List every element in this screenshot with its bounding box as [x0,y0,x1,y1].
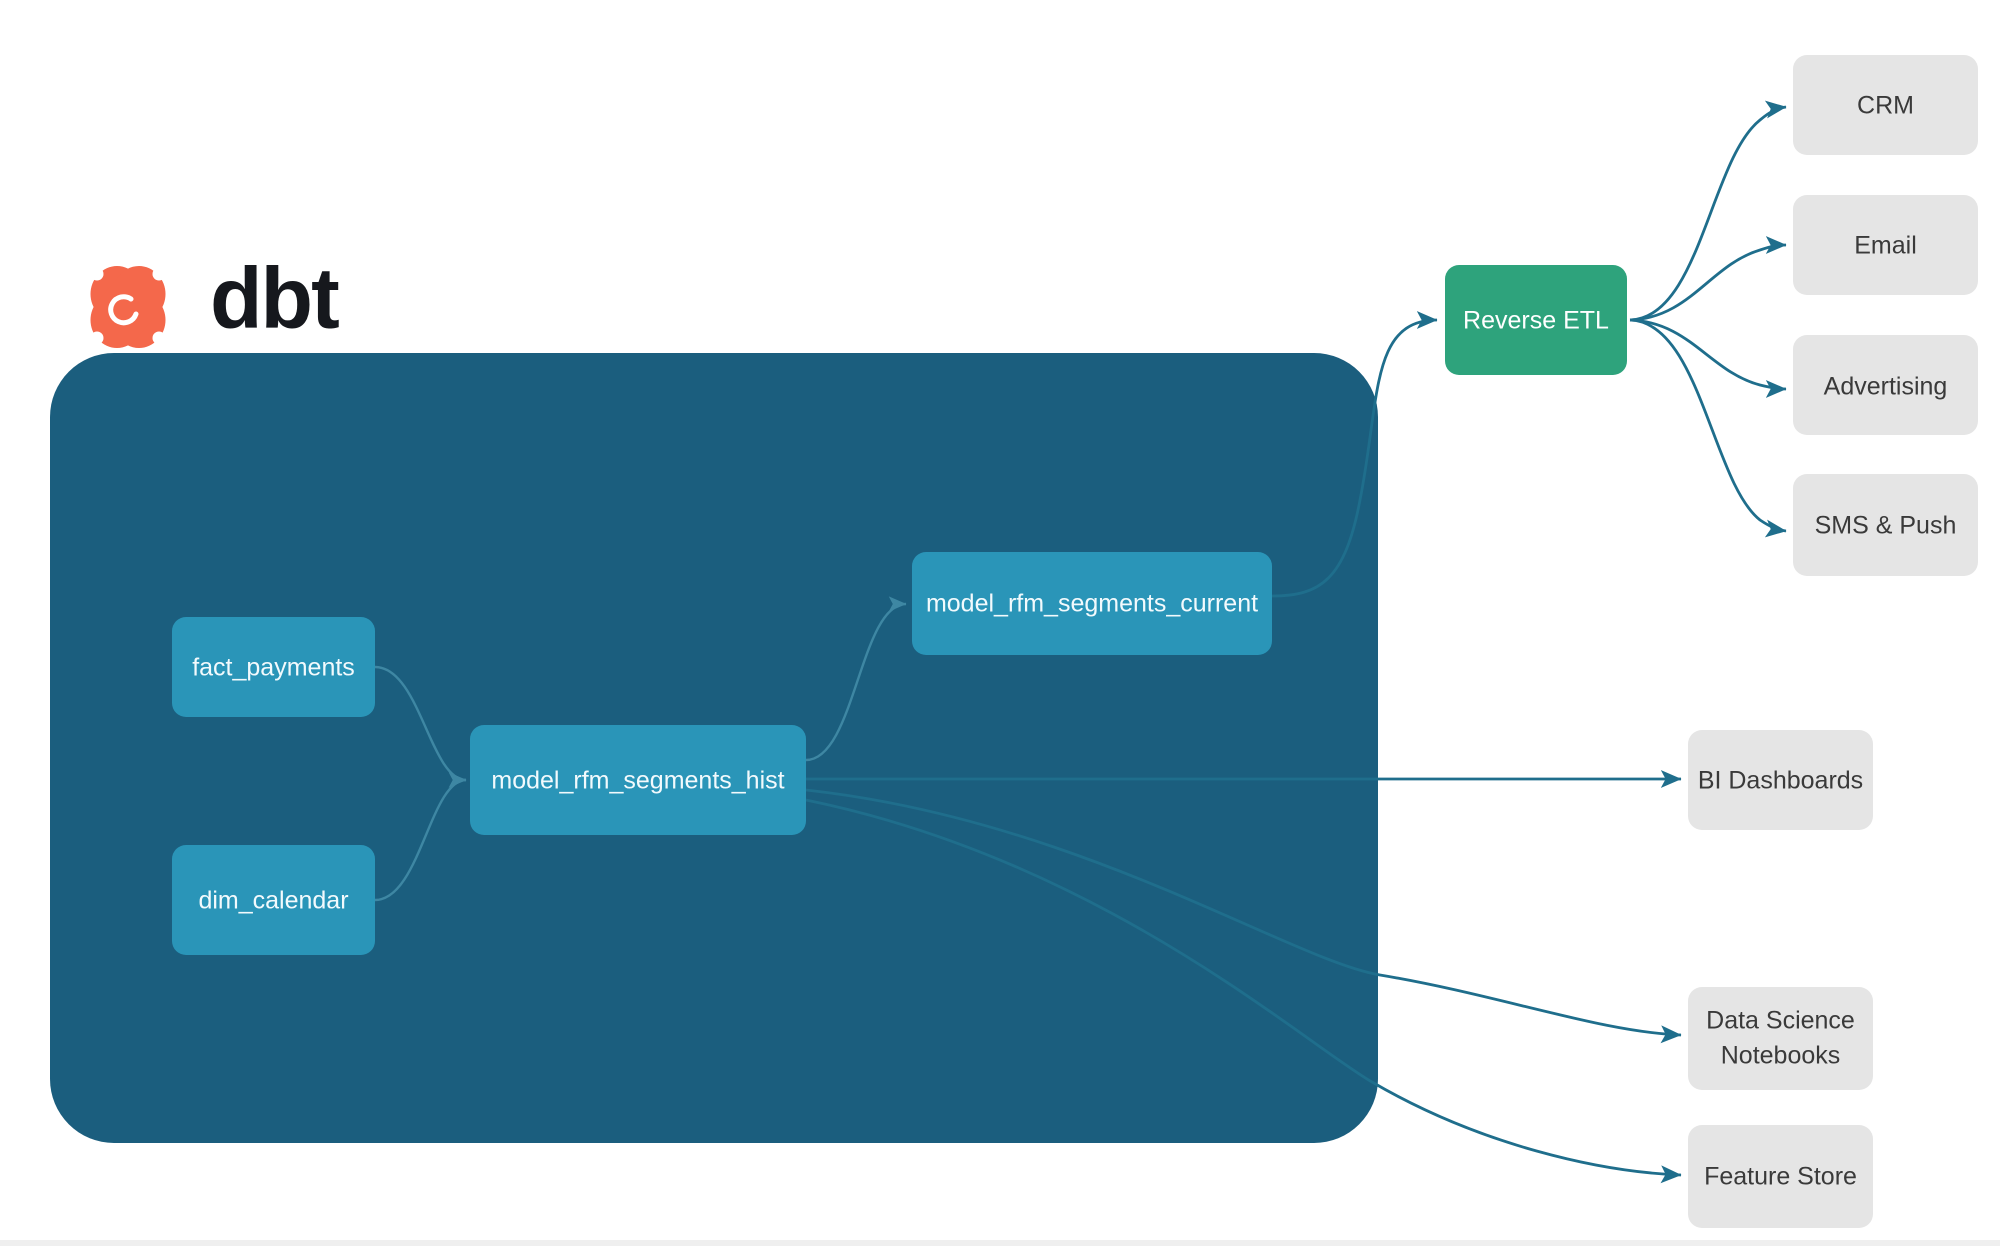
node-advertising[interactable]: Advertising [1793,335,1978,435]
node-advertising-label: Advertising [1824,373,1948,401]
edge-reverse-etl-to-advertising [1629,318,1787,398]
node-fact-payments-label: fact_payments [192,654,355,682]
node-bi-dashboards-label: BI Dashboards [1698,767,1863,795]
edge-hist-to-data-science-notebooks [805,788,1682,1044]
dbt-logo-wordmark: dbt [210,251,339,347]
node-model-rfm-segments-current[interactable]: model_rfm_segments_current [912,552,1272,655]
node-feature-store[interactable]: Feature Store [1688,1125,1873,1228]
node-sms-push[interactable]: SMS & Push [1793,474,1978,576]
node-reverse-etl-label: Reverse ETL [1463,307,1609,335]
edge-hist-to-current [805,596,907,762]
node-fact-payments-box[interactable] [172,617,375,717]
node-email-label: Email [1854,232,1917,260]
node-fact-payments[interactable]: fact_payments [172,617,375,717]
node-crm[interactable]: CRM [1793,55,1978,155]
node-data-science-notebooks[interactable]: Data Science Notebooks [1688,987,1873,1090]
node-feature-store-label: Feature Store [1704,1163,1857,1191]
node-crm-box[interactable] [1793,55,1978,155]
edge-reverse-etl-to-email [1629,236,1787,322]
edge-current-to-reverse-etl [1271,311,1438,598]
node-dim-calendar[interactable]: dim_calendar [172,845,375,955]
node-email-box[interactable] [1793,195,1978,295]
node-data-science-notebooks-label-line1: Data Science [1706,1007,1855,1035]
node-email[interactable]: Email [1793,195,1978,295]
node-data-science-notebooks-label-line2: Notebooks [1721,1042,1841,1070]
node-model-rfm-segments-current-box[interactable] [912,552,1272,655]
node-crm-label: CRM [1857,92,1914,120]
node-data-science-notebooks-box[interactable] [1688,987,1873,1090]
node-model-rfm-segments-hist-label: model_rfm_segments_hist [491,767,784,795]
edge-hist-to-feature-store [805,798,1682,1184]
node-sms-push-box[interactable] [1793,474,1978,576]
edge-reverse-etl-to-sms-push [1629,318,1787,538]
edge-reverse-etl-to-crm [1629,100,1787,322]
node-dim-calendar-box[interactable] [172,845,375,955]
node-reverse-etl-box[interactable] [1445,265,1627,375]
external-edges [805,100,1787,1184]
edge-dim-calendar-to-hist [374,772,467,902]
node-model-rfm-segments-current-label: model_rfm_segments_current [926,590,1258,618]
node-feature-store-box[interactable] [1688,1125,1873,1228]
node-bi-dashboards-box[interactable] [1688,730,1873,830]
internal-edges [374,596,907,902]
dbt-x-logo-icon [90,266,166,348]
bottom-divider [0,1240,2000,1246]
node-model-rfm-segments-hist-box[interactable] [470,725,806,835]
node-dim-calendar-label: dim_calendar [198,887,348,915]
node-reverse-etl[interactable]: Reverse ETL [1445,265,1627,375]
node-bi-dashboards[interactable]: BI Dashboards [1688,730,1873,830]
node-model-rfm-segments-hist[interactable]: model_rfm_segments_hist [470,725,806,835]
node-advertising-box[interactable] [1793,335,1978,435]
node-sms-push-label: SMS & Push [1815,512,1957,540]
